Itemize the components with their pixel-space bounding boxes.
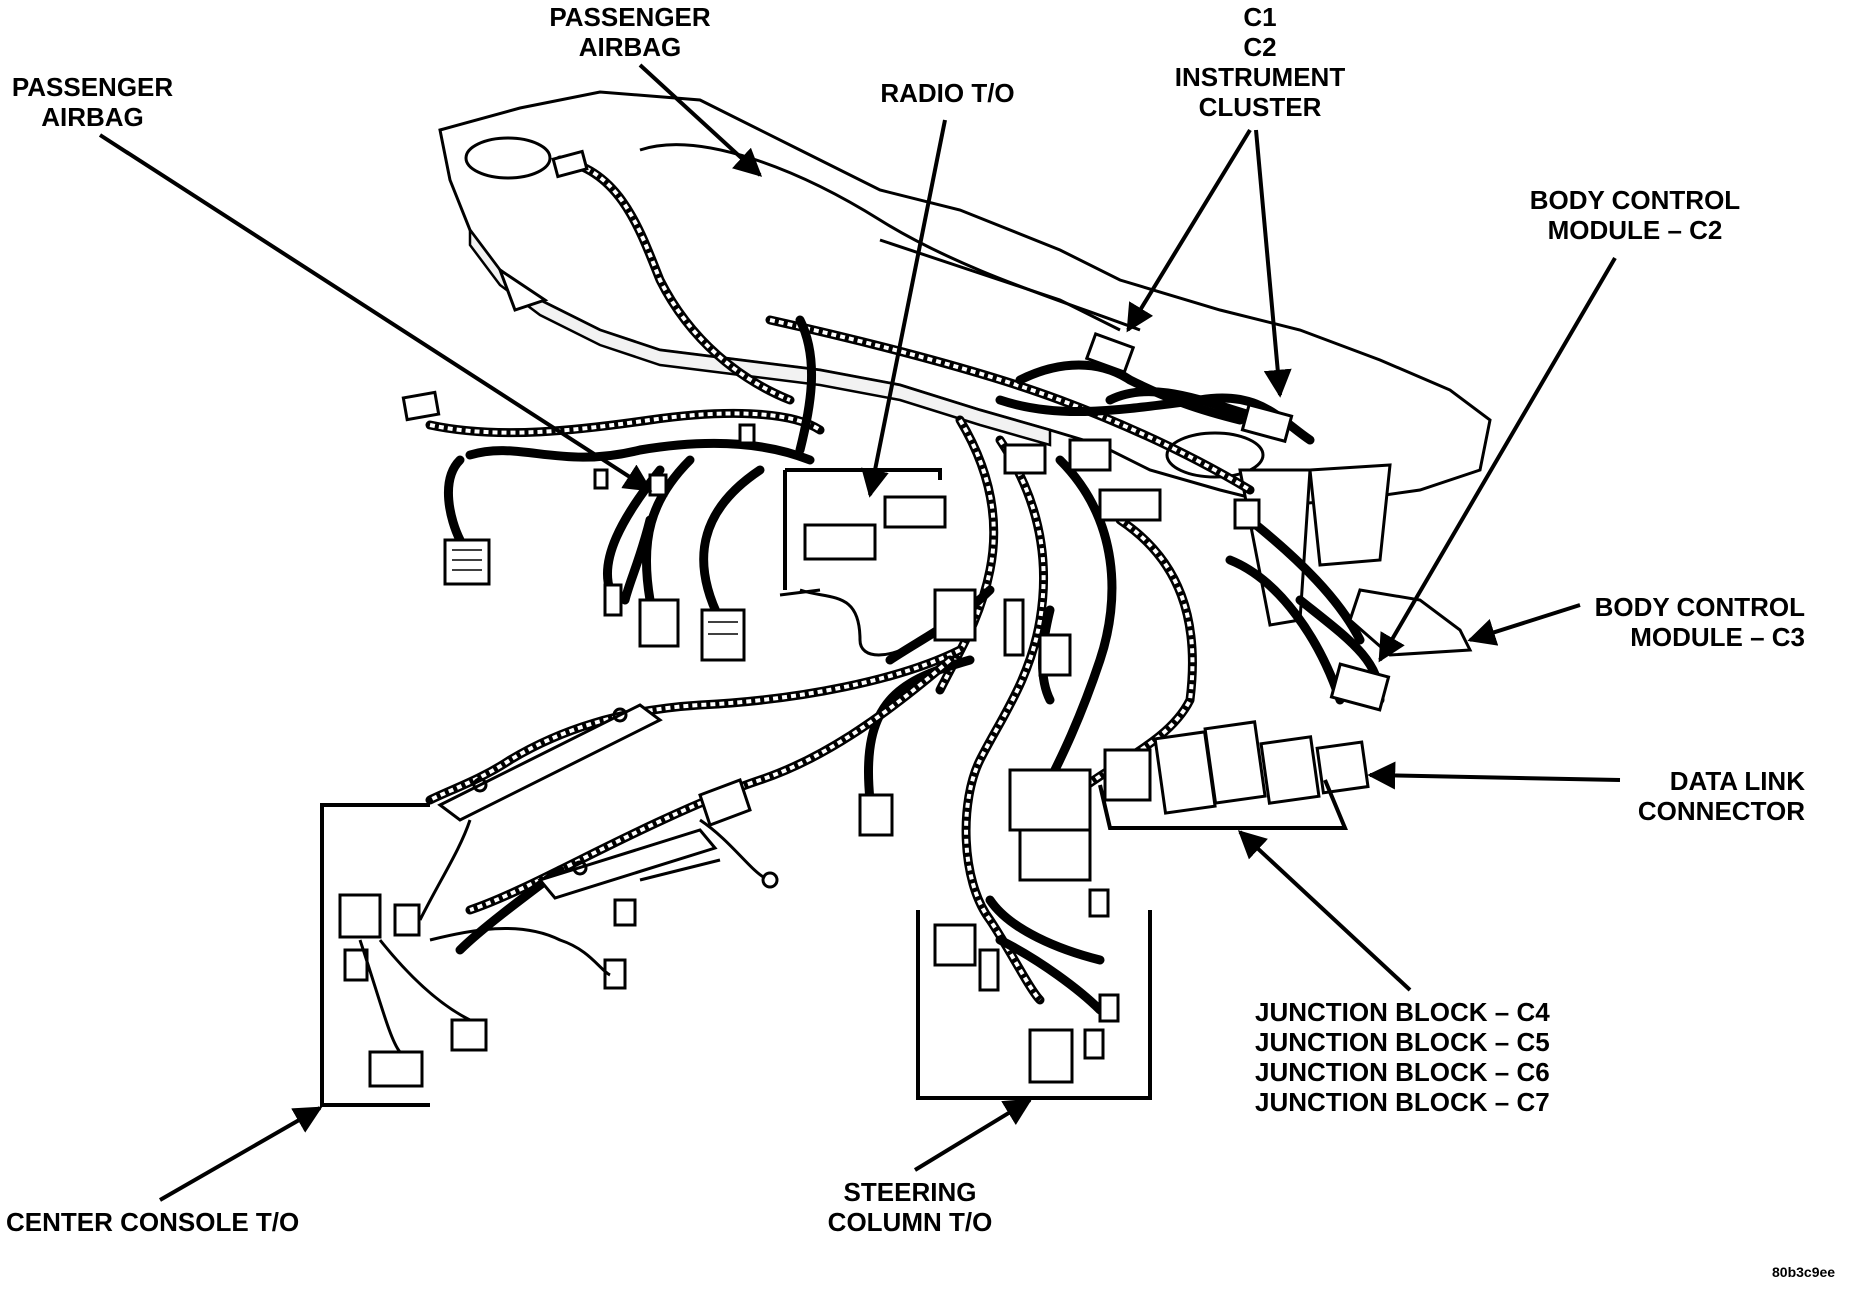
figure-code: 80b3c9ee [1772, 1264, 1836, 1280]
label-passenger-airbag-left: PASSENGER AIRBAG [11, 72, 174, 132]
label-instrument-cluster: C1 C2 INSTRUMENT CLUSTER [1174, 2, 1346, 122]
label-passenger-airbag-top: PASSENGER AIRBAG [549, 2, 711, 62]
harness-left [425, 155, 825, 625]
label-steering-column-to: STEERING COLUMN T/O [827, 1177, 993, 1237]
label-junction-block: JUNCTION BLOCK – C4 JUNCTION BLOCK – C5 … [1255, 997, 1550, 1117]
leader-lines [98, 63, 1621, 1202]
label-body-control-module-c3: BODY CONTROL MODULE – C3 [1594, 592, 1805, 652]
label-body-control-module-c2: BODY CONTROL MODULE – C2 [1529, 185, 1741, 245]
label-radio-to: RADIO T/O [880, 78, 1015, 108]
mounting-rails [437, 703, 752, 900]
label-data-link-connector: DATA LINK CONNECTOR [1637, 766, 1805, 826]
label-center-console-to: CENTER CONSOLE T/O [6, 1207, 300, 1237]
group-brackets [320, 468, 1348, 1107]
